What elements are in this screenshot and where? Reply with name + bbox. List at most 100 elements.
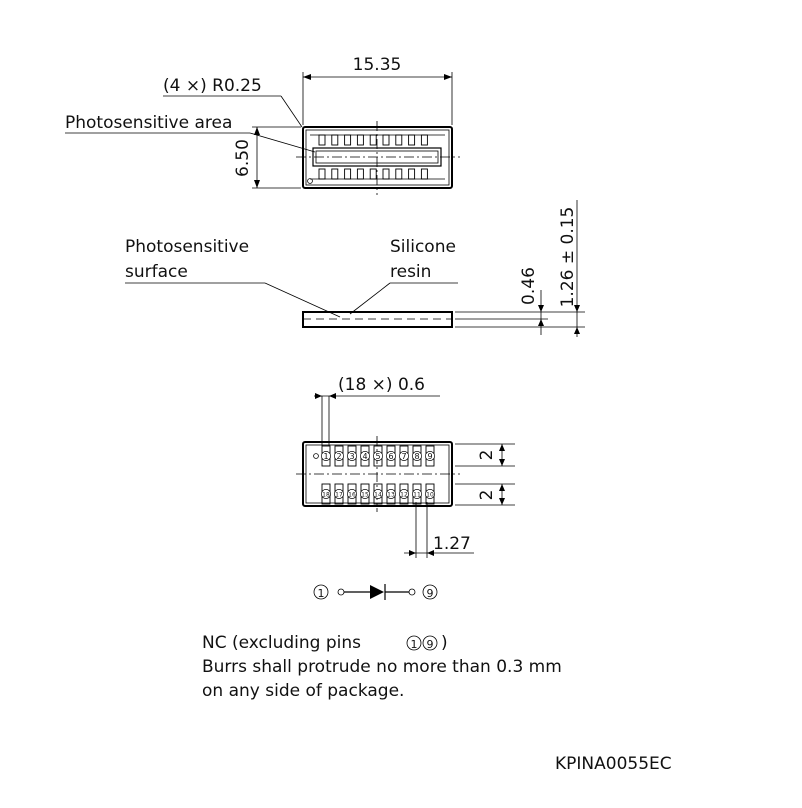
corner-radius-label: (4 ×) R0.25 [163,76,262,96]
pin-number-lower: 13 [387,492,395,499]
photosensitive-surface-label-line1: Photosensitive [125,237,249,257]
note-package-side: on any side of package. [202,681,404,701]
pin-number-lower: 12 [400,492,408,499]
diode-symbol [370,585,384,599]
top-view: 15.35 6.50 (4 ×) R0.25 Photosensitive ar… [65,55,460,195]
pin-number-circle [425,451,435,461]
pin-number-upper: 8 [414,452,419,461]
top-lead-upper [420,134,428,146]
pin-number-lower: 15 [361,492,369,499]
resin-leader [349,282,391,315]
pin-number-upper: 1 [323,452,328,461]
pin-number-upper: 6 [388,452,393,461]
pin-number-circle [399,489,409,499]
pin-number-lower: 18 [322,492,330,499]
pin-number-circle [334,489,344,499]
resin-thickness-label: 0.46 [519,267,539,305]
pin-number-circle [360,451,370,461]
pin-number-circle [321,489,331,499]
note-pin1-circle [406,635,422,651]
pin-number-circle [360,489,370,499]
anode-pin-circle [313,584,329,600]
note-pin9-circle [422,635,438,651]
index-mark [307,178,313,184]
note-burrs: Burrs shall protrude no more than 0.3 mm [202,657,562,677]
pin-number-circle [386,489,396,499]
pin-number-upper: 5 [375,452,380,461]
document-code: KPINA0055EC [555,754,672,774]
diode-schematic: 1 9 [313,584,438,600]
row-top-dim-label: 2 [477,450,497,461]
pin-number-upper: 4 [362,452,367,461]
cathode-pin-number: 9 [427,587,434,600]
width-dim-label: 15.35 [353,55,402,75]
pin-number-circle [373,451,383,461]
top-view-inner-outline [305,129,450,186]
pin-number-circle [373,489,383,499]
total-thickness-label: 1.26 ± 0.15 [558,207,578,308]
pin-number-upper: 9 [427,452,432,461]
pin-number-lower: 16 [348,492,356,499]
top-lead-lower [356,168,364,180]
top-lead-upper [318,134,326,146]
row-dim-arrows [499,444,505,505]
top-lead-lower [420,168,428,180]
total-thickness-arrows [574,305,580,334]
pin-number-circle [412,451,422,461]
note-nc-prefix: NC (excluding pins [202,633,361,653]
note-pin1-number: 1 [411,638,418,651]
top-view-package-outline [302,126,453,189]
pin-number-lower: 11 [413,492,421,499]
photosensitive-area-leader [249,132,316,153]
pin-number-circle [321,451,331,461]
pin-number-lower: 17 [335,492,343,499]
cathode-pin-circle [422,584,438,600]
pin-number-upper: 3 [349,452,354,461]
pin-number-circle [412,489,422,499]
anode-terminal [337,588,345,596]
pitch-arrows [409,550,434,556]
silicone-resin-label-line2: resin [390,262,431,282]
note-pin9-number: 9 [427,638,434,651]
photosensitive-surface-label-line2: surface [125,262,188,282]
pad-width-arrows [315,393,336,399]
top-view-lead-frame [310,134,445,180]
resin-thickness-arrows [538,305,544,326]
top-lead-upper [382,134,390,146]
pin-number-circle [425,489,435,499]
corner-radius-leader [280,95,303,128]
top-lead-lower [369,168,377,180]
note-nc-suffix: ) [441,633,448,653]
top-lead-lower [395,168,403,180]
side-view: Photosensitive surface Silicone resin 0.… [125,200,585,337]
pitch-label: 1.27 [433,534,471,554]
pin-number-circle [399,451,409,461]
top-lead-upper [331,134,339,146]
top-lead-lower [331,168,339,180]
height-dim-label: 6.50 [233,139,253,177]
side-view-body [302,311,453,328]
top-lead-upper [356,134,364,146]
photosensitive-area-label: Photosensitive area [65,113,232,133]
surface-leader [264,282,341,318]
cathode-terminal [408,588,416,596]
pin-number-upper: 2 [336,452,341,461]
top-lead-upper [344,134,352,146]
pad-width-label: (18 ×) 0.6 [338,375,425,395]
top-lead-lower [344,168,352,180]
silicone-resin-label-line1: Silicone [390,237,456,257]
top-lead-lower [408,168,416,180]
row-bottom-dim-label: 2 [477,490,497,501]
pin-number-circle [386,451,396,461]
pin-number-lower: 14 [374,492,382,499]
top-lead-upper [395,134,403,146]
pin-number-circle [347,451,357,461]
top-lead-lower [318,168,326,180]
pin-number-upper: 7 [401,452,406,461]
bottom-index-mark [313,453,319,459]
pin-number-circle [334,451,344,461]
pin-number-circle [347,489,357,499]
